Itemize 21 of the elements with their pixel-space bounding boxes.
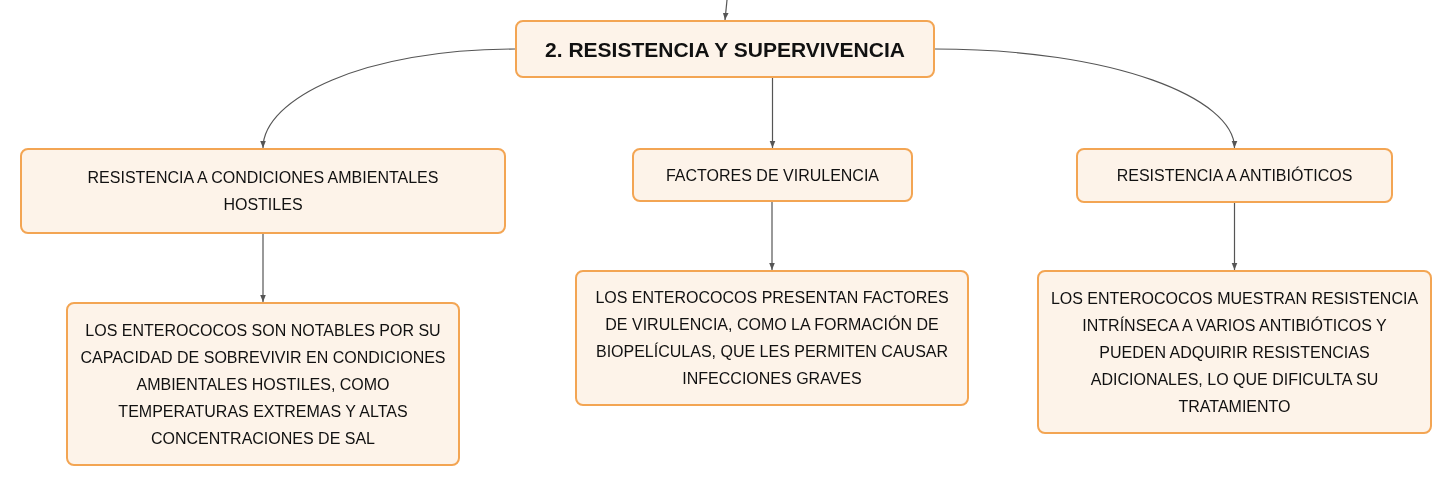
topic-box [20,148,506,234]
topic-text: FACTORES DE VIRULENCIA [665,165,880,186]
arrow [769,201,775,271]
topic-box [1076,148,1393,203]
main-topic-box [515,20,935,78]
arrow [722,0,729,21]
topic-text: LOS ENTEROCOCOS SON NOTABLES POR SU CAPACIDAD DE SOBREVIVIR EN CONDICIONES AMBIENTALES HOSTILES, COMO TEMPERATURAS EXTREMAS Y ALTAS CONCENTRACIONES DE SAL [79,320,447,449]
arrow [261,48,516,149]
topic-box [632,148,913,202]
arrow [934,48,1236,149]
topic-text: LOS ENTEROCOCOS PRESENTAN FACTORES DE VIRULENCIA, COMO LA FORMACIÓN DE BIOPELÍCULAS, QUE LES PERMITEN CAUSAR INFECCIONES GRAVES [594,288,950,389]
topic-text: RESISTENCIA A ANTIBIÓTICOS [1116,165,1353,186]
topic-text: LOS ENTEROCOCOS MUESTRAN RESISTENCIA INTRÍNSECA A VARIOS ANTIBIÓTICOS Y PUEDEN ADQUIRIR RESISTENCIAS ADICIONALES, LO QUE DIFICULTA SU TRATAMIENTO [1049,288,1420,417]
topic-title: 2. RESISTENCIA Y SUPERVIVENCIA [545,36,905,63]
arrow [260,233,266,303]
topic-box [1037,270,1432,434]
topic-box [575,270,969,406]
topic-text: RESISTENCIA A CONDICIONES AMBIENTALES HOSTILES [86,168,440,215]
topic-box [66,302,460,466]
arrow [769,77,776,149]
arrow [1231,202,1238,271]
